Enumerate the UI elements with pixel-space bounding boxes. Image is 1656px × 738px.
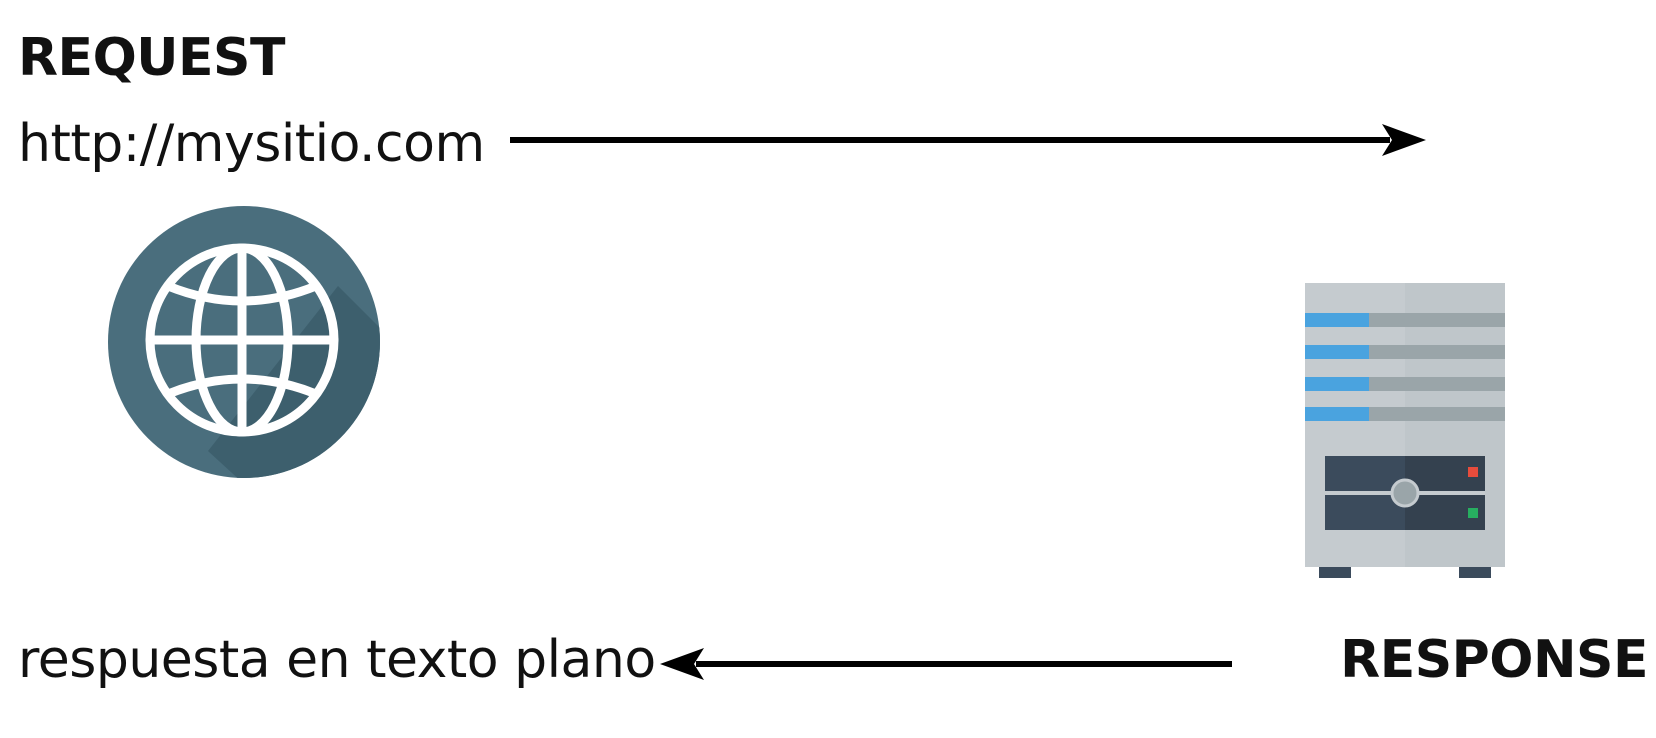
response-title: RESPONSE — [1340, 630, 1648, 690]
server-icon — [1305, 283, 1505, 578]
request-title: REQUEST — [18, 28, 285, 88]
response-body-text: respuesta en texto plano — [18, 630, 656, 690]
globe-icon — [108, 206, 380, 478]
response-arrow — [660, 648, 1232, 680]
request-arrow — [510, 124, 1426, 156]
request-url: http://mysitio.com — [18, 114, 485, 174]
